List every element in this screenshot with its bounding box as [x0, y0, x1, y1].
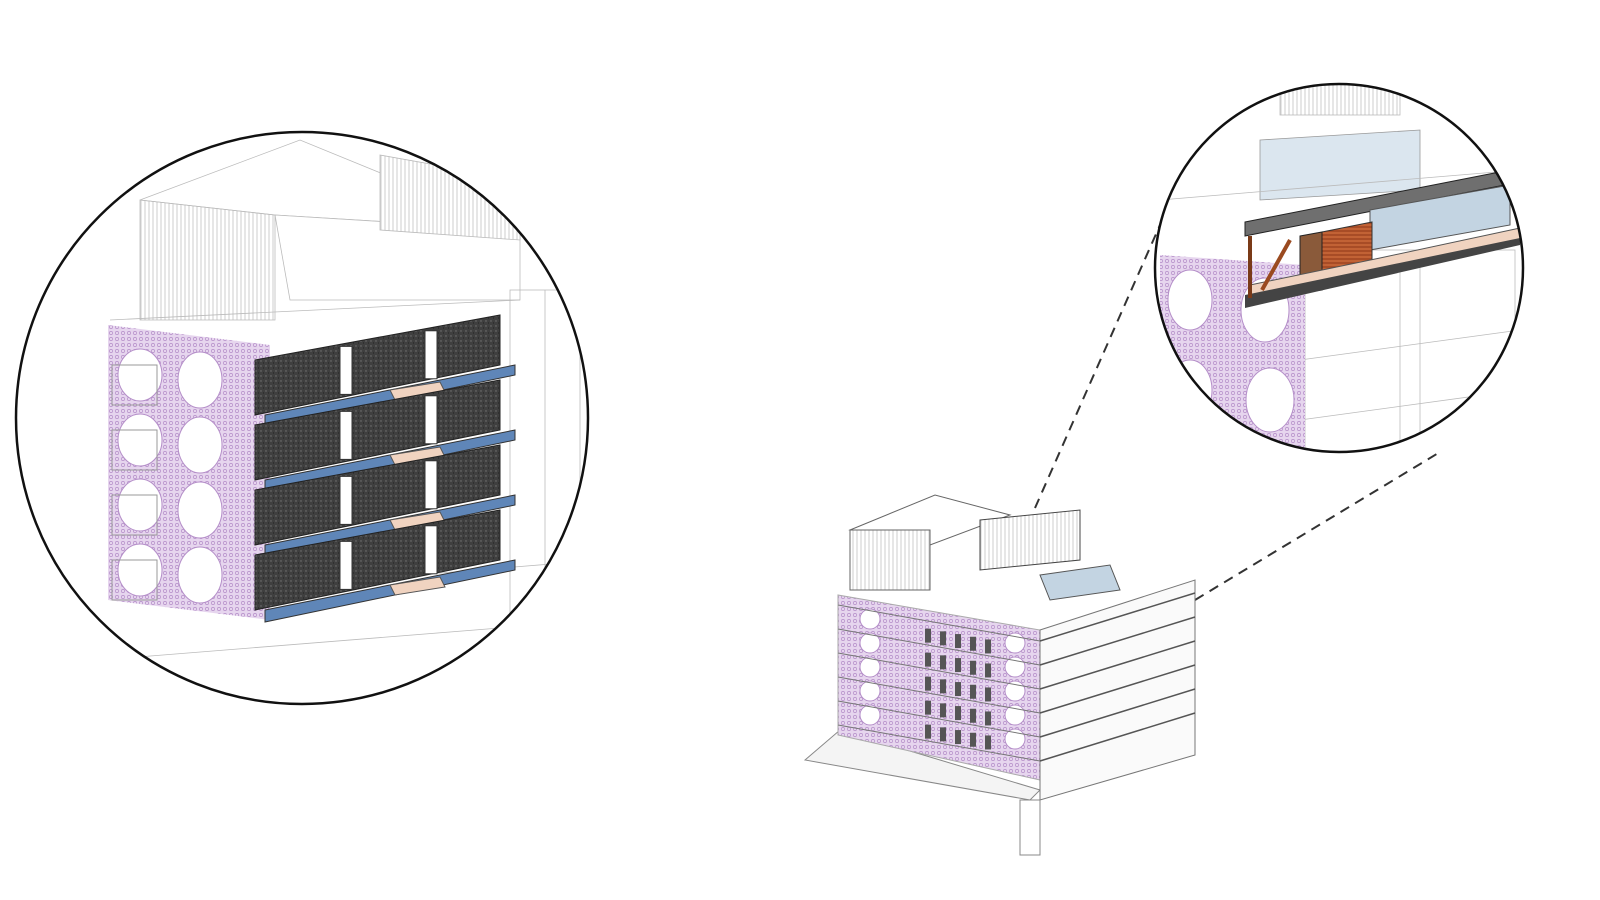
- window: [940, 631, 946, 646]
- window: [925, 652, 931, 667]
- stone-panel-floors: [254, 314, 516, 623]
- floor-line: [1039, 712, 1196, 762]
- window-slot: [424, 395, 438, 445]
- floor-line: [837, 652, 1041, 690]
- window: [985, 663, 991, 678]
- callout-lines: [1034, 224, 1441, 601]
- window: [925, 724, 931, 739]
- window: [940, 727, 946, 742]
- balcony-railing: [111, 494, 158, 536]
- facade-opening: [859, 680, 881, 702]
- window-slot: [424, 460, 438, 510]
- window: [970, 708, 976, 723]
- facade-openings: [859, 608, 1026, 750]
- facade-opening: [1004, 632, 1026, 654]
- stone-panel-band: [254, 379, 501, 481]
- facade-opening: [859, 608, 881, 630]
- window: [970, 636, 976, 651]
- facade-opening: [117, 413, 163, 467]
- window: [940, 703, 946, 718]
- facade-opening: [177, 351, 223, 409]
- window: [925, 628, 931, 643]
- window: [925, 700, 931, 715]
- callout-line-upper: [1034, 224, 1161, 509]
- timber-brace: [1260, 239, 1292, 291]
- window: [970, 732, 976, 747]
- background-linework: [99, 139, 588, 700]
- facade-opening: [177, 481, 223, 539]
- floor-line: [837, 724, 1041, 762]
- foundation: [1019, 799, 1041, 856]
- detail-circle-outline: [14, 130, 590, 706]
- facade-opening: [117, 478, 163, 532]
- stone-panel-band: [254, 314, 501, 416]
- floor-line: [1039, 592, 1196, 642]
- window: [955, 658, 961, 673]
- facade-opening: [117, 543, 163, 597]
- window: [985, 639, 991, 654]
- facade-opening: [1004, 656, 1026, 678]
- building-axonometric: [803, 494, 1196, 856]
- stone-panel-band: [254, 444, 501, 546]
- window: [955, 730, 961, 745]
- window-slot: [339, 345, 353, 395]
- rooftop-pool: [1039, 564, 1121, 601]
- floor-line: [1039, 664, 1196, 714]
- side-section-facade: [1039, 579, 1196, 801]
- floor-line: [1039, 688, 1196, 738]
- window: [955, 682, 961, 697]
- floor-line: [837, 676, 1041, 714]
- facade-opening: [1004, 680, 1026, 702]
- floor-slab: [264, 559, 516, 623]
- stone-panel-band: [254, 509, 501, 611]
- floor-line: [837, 700, 1041, 738]
- callout-line-lower: [1194, 451, 1441, 601]
- window-slot: [339, 475, 353, 525]
- window: [955, 634, 961, 649]
- window-slot: [424, 330, 438, 380]
- window: [970, 660, 976, 675]
- balcony-floor-slab: [1245, 238, 1520, 308]
- cantilever-balcony: [1244, 167, 1521, 308]
- facade-openings: [111, 348, 223, 604]
- window: [985, 735, 991, 750]
- building-floor-lines: [837, 592, 1196, 762]
- facade-opening: [117, 348, 163, 402]
- roof-pavilion-front: [849, 529, 931, 591]
- balcony-railing: [111, 559, 158, 601]
- window: [955, 706, 961, 721]
- facade-opening: [177, 416, 223, 474]
- window: [940, 679, 946, 694]
- window-slot: [339, 540, 353, 590]
- floor-line: [837, 604, 1041, 642]
- facade-opening: [859, 632, 881, 654]
- window: [940, 655, 946, 670]
- window: [985, 687, 991, 702]
- facade-opening: [859, 656, 881, 678]
- balcony-detail-circle: [1153, 82, 1525, 454]
- soffit-panel: [389, 576, 446, 596]
- window-slot: [424, 525, 438, 575]
- window: [925, 676, 931, 691]
- facade-opening: [1004, 704, 1026, 726]
- balcony-railing: [111, 364, 158, 406]
- floor-line: [837, 628, 1041, 666]
- window: [985, 711, 991, 726]
- floor-line: [1039, 616, 1196, 666]
- facade-opening: [859, 704, 881, 726]
- balcony-railing: [111, 429, 158, 471]
- facade-opening: [1004, 728, 1026, 750]
- window-slot: [339, 410, 353, 460]
- detail-circle-outline: [1153, 82, 1525, 454]
- facade-opening: [177, 546, 223, 604]
- floor-line: [1039, 640, 1196, 690]
- window: [970, 684, 976, 699]
- rooftop-slatted-screen: [979, 509, 1081, 571]
- facade-detail-circle: [14, 130, 590, 706]
